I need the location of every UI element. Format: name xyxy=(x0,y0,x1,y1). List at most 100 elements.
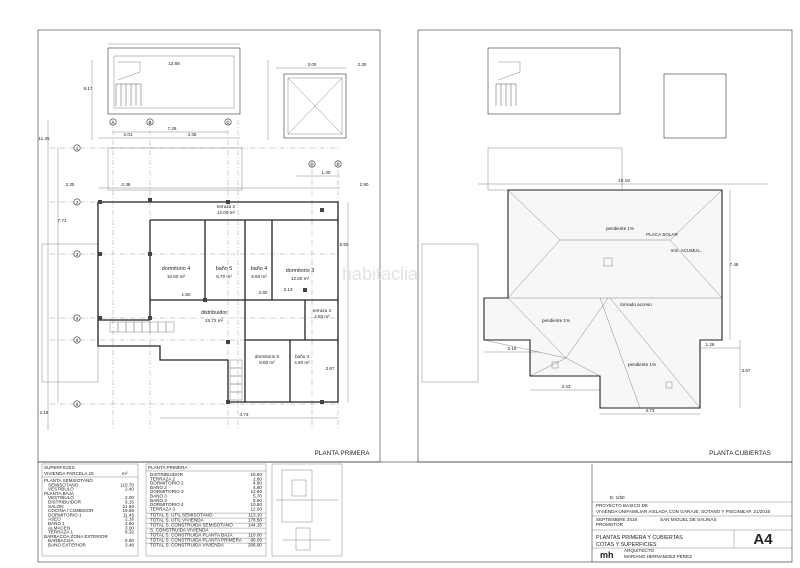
pergola-left xyxy=(41,243,99,383)
dim: 4.73 xyxy=(646,408,655,413)
dim: 12.88 xyxy=(168,61,180,66)
room-area: 8.80 m² xyxy=(259,360,275,365)
surfaces-header: SUPERFICIES xyxy=(44,465,75,470)
row-value: 21.50 xyxy=(123,504,135,509)
roof-label: mín. ACUMUL. xyxy=(671,248,702,253)
dim: 1.50 xyxy=(182,292,191,297)
drawing-title-1: PLANTAS PRIMERA Y CUBIERTAS xyxy=(596,535,683,541)
location-label: SAN MIGUEL DE SALINAS xyxy=(660,517,717,522)
total-value: 113.10 xyxy=(248,513,262,518)
watermark: habitaclia xyxy=(342,264,419,284)
dim: 3.43 xyxy=(562,384,571,389)
dim: 7.48 xyxy=(730,262,739,267)
dim: 2.38 xyxy=(122,182,131,187)
row-label: DORMITORIO 4 xyxy=(150,502,184,507)
chimney xyxy=(603,257,613,267)
row-label: DORMITORIO 1 xyxy=(48,512,82,517)
roof-label: PLACA SOLAR xyxy=(646,232,678,237)
row-value: 5.70 xyxy=(253,494,262,499)
row-value: 6.15 xyxy=(125,500,134,505)
row-label: DISTRIBUIDOR xyxy=(150,472,184,477)
row-label: DORMITORIO 2 xyxy=(150,481,184,486)
axis-markers: A B C D E 1 2 3 4 5 6 xyxy=(73,118,342,408)
dim: 2.01 xyxy=(124,132,133,137)
pool-outline xyxy=(107,47,241,115)
total-value: 96.00 xyxy=(251,538,263,543)
row-value: 2.00 xyxy=(125,495,134,500)
room-name: baño 5 xyxy=(216,266,233,272)
axis-5: 5 xyxy=(76,338,79,343)
row-label: TERRAZA 1 xyxy=(48,530,73,535)
dim: 3.67 xyxy=(742,368,751,373)
total-label: TOTAL S. CONSTRUIDA SEMISOTANO xyxy=(150,523,233,528)
dim: 4.73 xyxy=(240,412,249,417)
row-value: 110.70 xyxy=(120,482,134,487)
total-label: TOTAL S. UTIL VIVIENDA xyxy=(150,518,205,523)
axis-4: 4 xyxy=(76,316,79,321)
total-label: TOTAL S. CONSTRUIDA VIVIENDA xyxy=(150,543,225,548)
row-label: VESTIBULO xyxy=(48,487,74,492)
pergola-roof-top xyxy=(487,147,623,191)
dim: 3.67 xyxy=(326,366,335,371)
section-title: PLANTA BAJA xyxy=(44,491,75,496)
dim: 2.16 xyxy=(40,410,49,415)
dimension-values: 12.88 7.26 4.35 2.01 3.00 2.30 2.38 3.35… xyxy=(38,61,368,417)
structural-columns xyxy=(98,198,324,404)
room-area: 5.70 m² xyxy=(216,274,232,279)
surfaces-subheader: VIVIENDA PARCELA 15 xyxy=(44,471,94,476)
room-name: dormitorio 4 xyxy=(162,266,190,272)
sheet-number: A4 xyxy=(753,531,773,548)
room-labels: terraza 2 12.00 m² dormitorio 4 10.80 m²… xyxy=(162,204,332,365)
row-label: BAÑO 2 xyxy=(150,484,167,490)
room-area: 4.80 m² xyxy=(294,360,310,365)
pool-outline-roof xyxy=(487,47,621,115)
dim: 1.30 xyxy=(322,170,331,175)
roof-label: pendiente 1% xyxy=(628,362,656,367)
room-area: 12.60 m² xyxy=(291,276,310,281)
total-value: 178.50 xyxy=(248,518,262,523)
row-value: 12.60 xyxy=(251,489,263,494)
dim: 4.35 xyxy=(188,132,197,137)
total-label: TOTAL S. UTIL SEMISOTANO xyxy=(150,513,213,518)
room-name: dormitorio 5 xyxy=(255,354,280,359)
row-value: 10.80 xyxy=(251,502,263,507)
row-label: BAÑO 1 xyxy=(48,520,65,526)
stairs xyxy=(109,321,243,401)
project-line-2: VIVIENDA UNIFAMILIAR AISLADA CON GARAJE,… xyxy=(596,509,745,514)
row-label: COCINA / COMEDOR xyxy=(48,508,94,513)
pergola-top xyxy=(107,147,243,191)
skylight-outline xyxy=(283,73,347,139)
row-value: 15.60 xyxy=(251,472,263,477)
architect-name: MARIANO HERNANDEZ PEREZ xyxy=(624,554,692,559)
roof-label: pendiente 1% xyxy=(542,318,570,323)
row-value: 4.80 xyxy=(253,485,262,490)
room-area: 10.80 m² xyxy=(167,274,186,279)
row-label: DORMITORIO 3 xyxy=(150,489,184,494)
row-label: SEMISOTANO xyxy=(48,482,79,487)
roof-dimension-lines xyxy=(478,183,768,415)
row-value: 3.00 xyxy=(125,525,134,530)
row-value: 3.48 xyxy=(125,543,134,548)
axis-b: B xyxy=(148,120,151,125)
total-label: TOTAL S. CONSTRUIDA PLANTA PRIMERA xyxy=(150,538,243,543)
dim: 11.25 xyxy=(38,136,50,141)
dim: 8.17 xyxy=(84,86,93,91)
row-value: 2.40 xyxy=(125,487,134,492)
axis-d: D xyxy=(310,162,314,167)
room-area: 5.60 m² xyxy=(251,274,267,279)
dim: 7.26 xyxy=(168,126,177,131)
row-value: 19.85 xyxy=(123,508,135,513)
row-label: SALON xyxy=(48,504,64,509)
room-name: baño 4 xyxy=(251,266,268,272)
row-label: ASEO xyxy=(48,517,61,522)
dim: 2.30 xyxy=(358,62,367,67)
room-name: terraza 3 xyxy=(313,308,332,313)
bottom-strip-frame xyxy=(37,461,793,563)
room-name: terraza 2 xyxy=(217,204,236,209)
dim: 6.50 xyxy=(340,242,349,247)
dimension-lines xyxy=(47,43,349,430)
row-label: BAÑO EXTERIOR xyxy=(48,542,86,548)
room-area: 12.00 m² xyxy=(217,210,236,215)
dim: 1.26 xyxy=(706,342,715,347)
